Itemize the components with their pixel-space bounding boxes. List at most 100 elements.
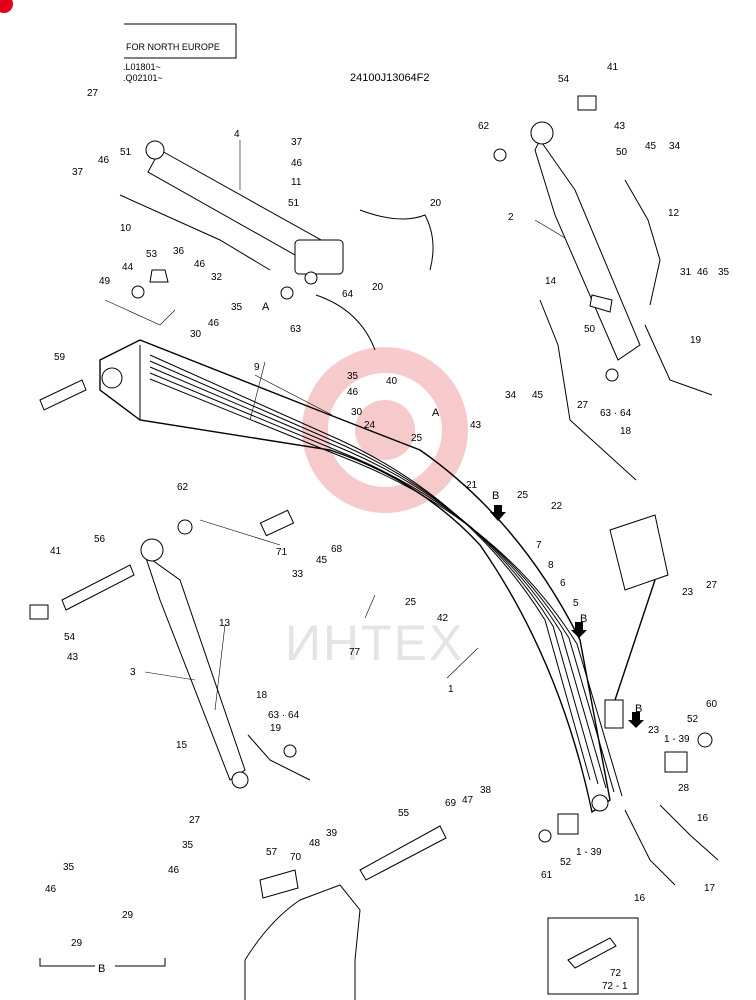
- callout: 64: [342, 289, 354, 300]
- detail-b-view-label: B: [98, 963, 105, 975]
- callout: 35: [182, 840, 194, 851]
- bushing-1-39b: [664, 751, 688, 773]
- callout: 20: [372, 282, 384, 293]
- callout: 68: [331, 544, 343, 555]
- detail-a-label-2: A: [432, 407, 440, 419]
- callout: 9: [254, 362, 260, 373]
- callout: 37: [291, 137, 303, 148]
- callout: 54: [64, 632, 76, 643]
- callout: 39: [326, 828, 338, 839]
- pin-71: [259, 509, 295, 537]
- callout: 32: [211, 272, 223, 283]
- callout: 63 · 64: [600, 408, 632, 419]
- callout: 2: [508, 212, 514, 223]
- callout: 69: [445, 798, 457, 809]
- callout: 1 - 39: [576, 847, 602, 858]
- loose-hoses: [119, 179, 719, 886]
- callout: 53: [146, 249, 158, 260]
- callout: 45: [532, 390, 544, 401]
- block-44: [149, 269, 169, 283]
- callout: 27: [87, 88, 99, 99]
- valve-manifold-23: [604, 514, 669, 729]
- detail-b-label-2: B: [580, 613, 587, 625]
- callout: 1: [448, 684, 454, 695]
- detail-b-label-1: B: [492, 490, 499, 502]
- pin-59: [39, 379, 87, 411]
- inset-label-72: 72: [610, 968, 622, 979]
- callout: 4: [234, 129, 240, 140]
- callout: 71: [276, 547, 288, 558]
- callout: 50: [616, 147, 628, 158]
- region-label: FOR NORTH EUROPE: [126, 42, 220, 52]
- pin-55: [359, 825, 447, 881]
- detail-b-label-3: B: [635, 703, 642, 715]
- washer-63: [280, 286, 294, 300]
- callout: 19: [270, 723, 282, 734]
- callout: 60: [706, 699, 718, 710]
- callout: 5: [573, 598, 579, 609]
- callout: 34: [669, 141, 681, 152]
- callout: 34: [505, 390, 517, 401]
- callout: 37: [72, 167, 84, 178]
- callout: 45: [316, 555, 328, 566]
- callout: 18: [256, 690, 268, 701]
- boom-cylinder-4: [145, 140, 344, 275]
- callout: 35: [63, 862, 75, 873]
- header-block: FOR NORTH EUROPE .L01801~ .Q02101~ 24100…: [123, 23, 430, 84]
- pin-56: [61, 564, 135, 611]
- callout: 35: [231, 302, 243, 313]
- callout: 41: [607, 62, 619, 73]
- callout: 46: [194, 259, 206, 270]
- callout: 28: [678, 783, 690, 794]
- callout: 25: [405, 597, 417, 608]
- inset-label-72-1: 72 - 1: [602, 981, 628, 992]
- callout: 62: [177, 482, 189, 493]
- callout: 46: [208, 318, 220, 329]
- detail-arrows: [490, 505, 644, 728]
- callout: 23: [682, 587, 694, 598]
- callout: 22: [551, 501, 563, 512]
- callout: 50: [584, 324, 596, 335]
- callout: 57: [266, 847, 278, 858]
- callout: 44: [122, 262, 134, 273]
- callout: 6: [560, 578, 566, 589]
- callout: 35: [347, 371, 359, 382]
- callout: 43: [470, 420, 482, 431]
- callout: 59: [54, 352, 66, 363]
- callout: 8: [548, 560, 554, 571]
- callout: 25: [411, 433, 423, 444]
- washer-63-64a: [283, 744, 297, 758]
- callout: 30: [351, 407, 363, 418]
- callout: 25: [517, 490, 529, 501]
- callout: 41: [50, 546, 62, 557]
- callout: 46: [168, 865, 180, 876]
- corner-marker: [0, 0, 13, 13]
- callout: 47: [462, 795, 474, 806]
- callout: 52: [687, 714, 699, 725]
- bottom-bracket: [244, 869, 361, 1000]
- callout: 62: [478, 121, 490, 132]
- detail-letters: A A B B B B: [98, 301, 642, 975]
- leader-lines: [104, 140, 566, 711]
- callout-numbers: 1 2 3 4 5 6 7 8 9 10 11 12 13 14 15 16 1…: [45, 62, 730, 949]
- callout: 24: [364, 420, 376, 431]
- callout: 33: [292, 569, 304, 580]
- inset-tool-72: 72 72 - 1: [547, 917, 639, 995]
- callout: 46: [98, 155, 110, 166]
- callout: 48: [309, 838, 321, 849]
- bushing-54a: [29, 604, 49, 620]
- callout: 20: [430, 198, 442, 209]
- callout: 51: [120, 147, 132, 158]
- callout: 23: [648, 725, 660, 736]
- callout: 38: [480, 785, 492, 796]
- callout: 15: [176, 740, 188, 751]
- serial-number-1: .L01801~: [123, 62, 161, 72]
- callout: 36: [173, 246, 185, 257]
- watermark: ИНТЕХ: [285, 347, 468, 671]
- callout: 14: [545, 276, 557, 287]
- callout: 27: [189, 815, 201, 826]
- callout: 19: [690, 335, 702, 346]
- callout: 31: [680, 267, 692, 278]
- washer-61: [538, 829, 552, 843]
